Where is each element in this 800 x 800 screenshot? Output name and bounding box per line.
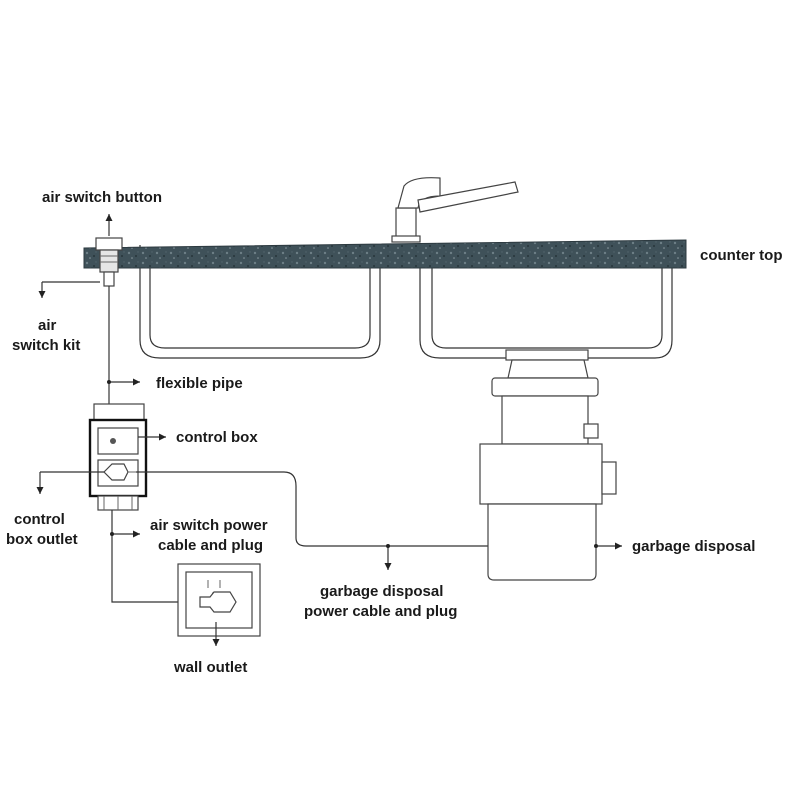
faucet	[391, 177, 519, 243]
garbage-disposal-power-cable	[136, 471, 488, 547]
label-air-switch-kit-line1: air	[38, 317, 57, 334]
label-gd-power-line1: garbage disposal	[320, 583, 443, 600]
callouts	[36, 214, 622, 646]
label-control-box-outlet-line1: control	[14, 511, 65, 528]
label-flexible-pipe: flexible pipe	[156, 375, 243, 392]
label-garbage-disposal: garbage disposal	[632, 538, 755, 555]
control-box-plug	[103, 463, 136, 481]
counter-top	[83, 239, 687, 269]
garbage-disposal	[479, 349, 617, 581]
air-switch-power-cable	[111, 510, 196, 603]
label-air-switch-power-line1: air switch power	[150, 517, 268, 534]
label-control-box-outlet-line2: box outlet	[6, 531, 78, 548]
label-control-box: control box	[176, 429, 258, 446]
label-counter-top: counter top	[700, 247, 783, 264]
label-gd-power-line2: power cable and plug	[304, 603, 457, 620]
wall-outlet	[177, 563, 261, 637]
label-air-switch-kit-line2: switch kit	[12, 337, 80, 354]
label-wall-outlet: wall outlet	[173, 659, 247, 676]
air-switch-kit	[95, 237, 123, 287]
control-box	[88, 403, 148, 511]
label-air-switch-button: air switch button	[42, 189, 162, 206]
label-air-switch-power-line2: cable and plug	[158, 537, 263, 554]
